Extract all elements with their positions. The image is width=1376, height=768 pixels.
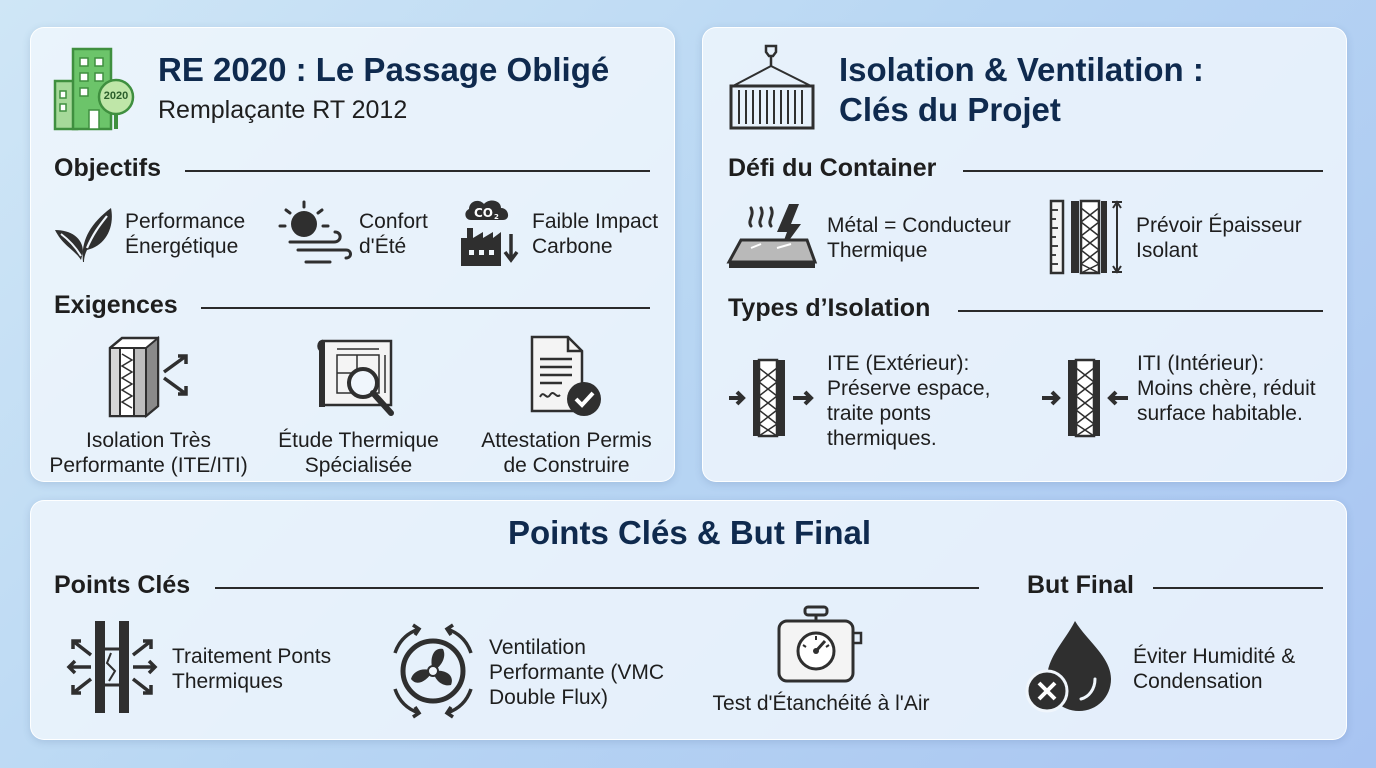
exigence-2-line2: Spécialisée [304,454,413,477]
objectif-2-line1: Confort [359,210,428,233]
exigence-3-line2: de Construire [503,454,630,477]
cle-3-line1: Test d'Étanchéité à l'Air [712,692,930,715]
cle-1-line2: Thermiques [172,670,283,693]
hot-metal-icon [726,204,818,268]
isolation-title-line1: Isolation & Ventilation : [839,51,1204,88]
re2020-panel: 2020 RE 2020 : Le Passage Obligé Remplaç… [30,27,675,482]
objectif-3-line1: Faible Impact [532,210,659,233]
but-line2: Condensation [1133,670,1263,693]
pressure-gauge-icon [777,605,863,683]
exigences-heading: Exigences [54,291,178,319]
exigence-2-line1: Étude Thermique [278,429,439,452]
co2-factory-icon: CO 2 [461,200,519,266]
types-heading: Types d’Isolation [728,294,931,322]
exigence-3-line1: Attestation Permis [481,429,652,452]
points-cles-divider [215,587,979,589]
building-badge: 2020 [103,90,129,102]
points-title: Points Clés & But Final [507,514,872,551]
objectif-1-line2: Énergétique [125,235,239,258]
objectif-2-line2: d'Été [359,235,407,258]
fan-cycle-icon [393,623,473,719]
objectif-1-line1: Performance [125,210,246,233]
objectifs-heading: Objectifs [54,154,161,182]
re2020-title: RE 2020 : Le Passage Obligé [158,51,610,88]
blueprint-magnifier-icon [317,339,394,416]
but-final-divider [1153,587,1323,589]
defi-1-line1: Métal = Conducteur [827,214,1011,237]
insulation-wall-icon [108,335,188,419]
objectif-3-line2: Carbone [532,235,613,258]
iti-wall-icon [1042,358,1128,438]
cle-2-line2: Performante (VMC [489,661,665,684]
exigence-1-line1: Isolation Très [86,429,211,452]
types-divider [958,310,1323,312]
exigences-divider [201,307,650,309]
type-iti-line3: surface habitable. [1137,402,1303,425]
points-cles-heading: Points Clés [54,571,191,599]
re2020-subtitle: Remplaçante RT 2012 [158,96,408,124]
water-drop-cross-icon [1025,621,1111,713]
green-building-icon [53,47,135,131]
but-final-heading: But Final [1027,571,1134,599]
exigence-1-line2: Performante (ITE/ITI) [49,454,248,477]
type-ite-line1: ITE (Extérieur): [827,352,970,375]
leaf-icon [55,208,112,262]
defi-2-line1: Prévoir Épaisseur [1136,214,1302,237]
shipping-container-icon [729,44,815,130]
defi-heading: Défi du Container [728,154,937,182]
thickness-ruler-icon [1049,199,1122,275]
cle-1-line1: Traitement Ponts [172,645,332,668]
cle-2-line3: Double Flux) [489,686,609,709]
defi-1-line2: Thermique [827,239,928,262]
type-iti-line1: ITI (Intérieur): [1137,352,1265,375]
svg-text:2: 2 [494,213,499,221]
isolation-panel: Isolation & Ventilation : Clés du Projet… [702,27,1347,482]
type-ite-line2: Préserve espace, [827,377,991,400]
type-ite-line3: traite ponts [827,402,931,425]
sun-wind-icon [278,200,352,264]
defi-divider [963,170,1323,172]
points-panel: Points Clés & But Final Points Clés But … [30,500,1347,740]
ite-wall-icon [729,358,814,438]
but-line1: Éviter Humidité & [1133,645,1296,668]
svg-text:CO: CO [474,206,493,220]
type-ite-line4: thermiques. [827,427,937,450]
thermal-bridge-icon [66,621,158,713]
defi-2-line2: Isolant [1136,239,1198,262]
document-check-icon [530,335,601,416]
cle-2-line1: Ventilation [489,636,586,659]
type-iti-line2: Moins chère, réduit [1137,377,1316,400]
objectifs-divider [185,170,650,172]
isolation-title-line2: Clés du Projet [839,91,1061,128]
